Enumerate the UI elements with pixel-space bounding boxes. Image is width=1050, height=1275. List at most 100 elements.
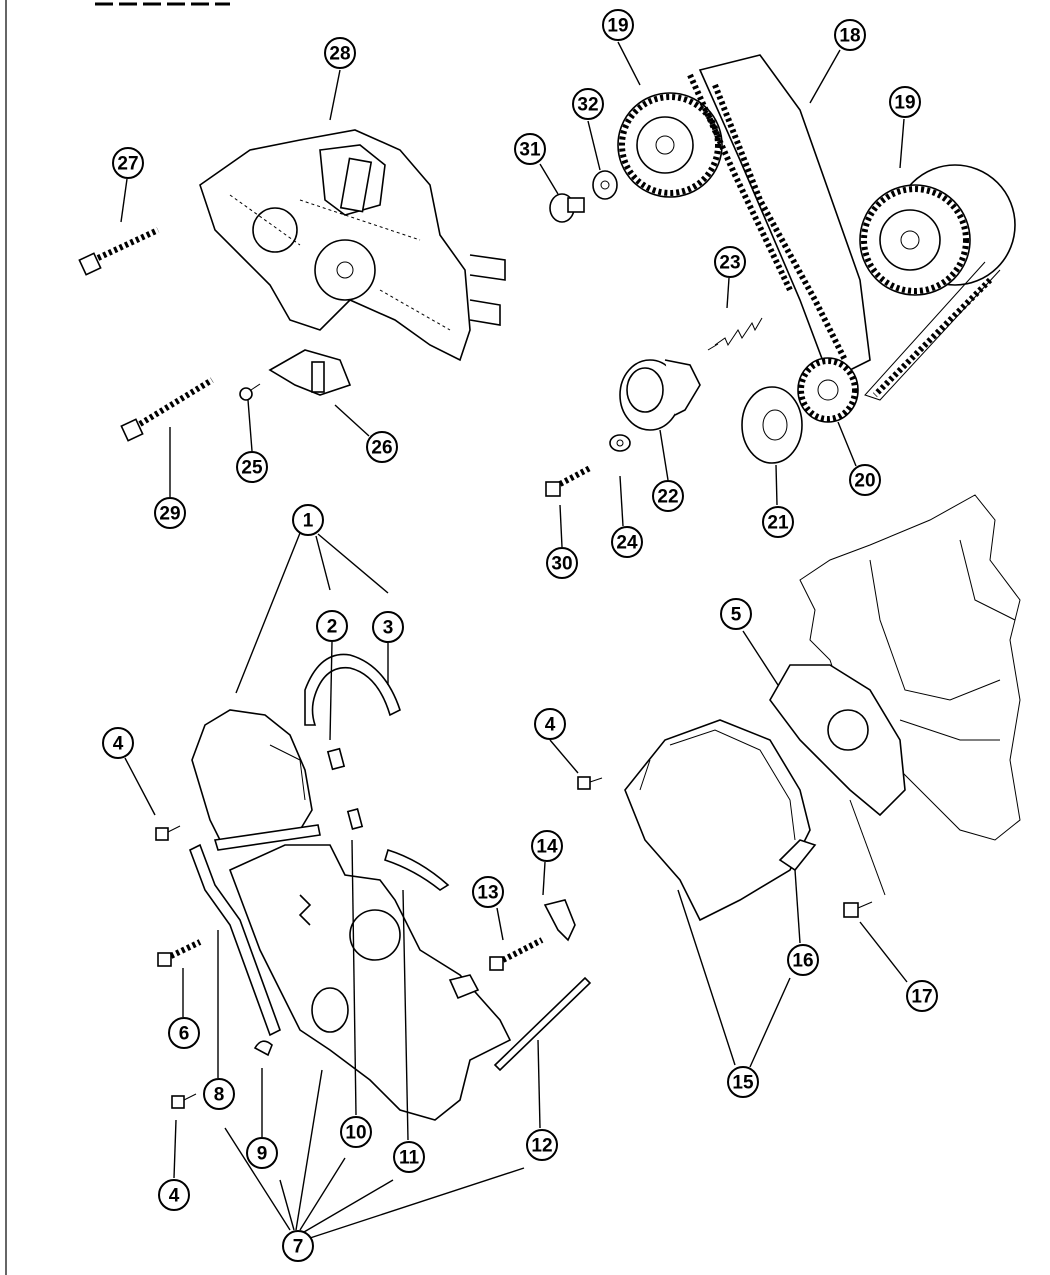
callout-32-label: 32	[577, 95, 598, 116]
part-15-front-cover	[624, 719, 811, 922]
callout-13: 13	[472, 876, 504, 908]
part-29-bolt	[120, 377, 214, 442]
part-4-bolt-left-upper	[155, 825, 181, 841]
callout-6: 6	[168, 1017, 200, 1049]
part-10-seal	[346, 808, 364, 830]
callout-3: 3	[372, 611, 404, 643]
callout-4-left-upper: 4	[102, 727, 134, 759]
callout-27: 27	[112, 147, 144, 179]
callout-31: 31	[514, 133, 546, 165]
callout-3-label: 3	[383, 618, 394, 639]
callout-21-label: 21	[767, 513, 789, 534]
callout-20: 20	[849, 464, 881, 496]
part-14-clip	[543, 899, 576, 942]
callout-4-left-upper-label: 4	[113, 734, 124, 755]
callout-13-label: 13	[477, 883, 498, 904]
callout-14: 14	[531, 830, 563, 862]
callout-5: 5	[720, 598, 752, 630]
callout-20-label: 20	[854, 471, 875, 492]
callout-23: 23	[714, 246, 746, 278]
part-30-bolt	[545, 465, 592, 497]
callout-19-left-label: 19	[607, 16, 628, 37]
callout-11-label: 11	[399, 1148, 420, 1169]
callout-2-label: 2	[327, 617, 338, 638]
part-9-clip	[253, 1040, 273, 1057]
part-19-cam-sprocket-right	[859, 164, 1016, 296]
callout-21: 21	[762, 506, 794, 538]
callout-30-label: 30	[551, 554, 572, 575]
part-27-bolt	[78, 227, 160, 276]
callout-31-label: 31	[519, 140, 541, 161]
callout-9: 9	[246, 1137, 278, 1169]
part-12-seal	[493, 976, 592, 1072]
callout-17: 17	[906, 980, 938, 1012]
callout-26: 26	[366, 431, 398, 463]
callout-7: 7	[282, 1230, 314, 1262]
callout-26-label: 26	[371, 438, 392, 459]
callout-11: 11	[393, 1141, 425, 1173]
callout-17-label: 17	[911, 987, 932, 1008]
callout-28-label: 28	[329, 44, 350, 65]
part-8-seal-strip	[188, 843, 281, 1037]
part-25-bolt	[239, 383, 261, 401]
part-1-upper-cover	[191, 709, 321, 851]
part-11-seal	[384, 848, 450, 891]
part-26-bracket	[268, 349, 352, 396]
callout-1-label: 1	[303, 511, 314, 532]
callout-24: 24	[611, 526, 643, 558]
callout-32: 32	[572, 88, 604, 120]
part-7-lower-cover	[228, 844, 512, 1121]
part-5-rear-cover	[769, 664, 906, 896]
part-4-bolt-left-lower	[171, 1093, 197, 1109]
callout-4-right: 4	[534, 708, 566, 740]
callout-15: 15	[727, 1066, 759, 1098]
part-22-tensioner	[619, 359, 701, 431]
callout-22-label: 22	[657, 487, 678, 508]
callout-12: 12	[526, 1129, 558, 1161]
callout-4-right-label: 4	[545, 715, 556, 736]
callout-22: 22	[652, 480, 684, 512]
leader-lines	[120, 41, 908, 1239]
callout-18: 18	[834, 19, 866, 51]
callout-15-label: 15	[732, 1073, 754, 1094]
callout-25-label: 25	[241, 458, 263, 479]
callout-24-label: 24	[616, 533, 638, 554]
part-31-bolt	[549, 193, 585, 223]
part-19-cam-sprocket-left	[617, 92, 723, 198]
callout-6-label: 6	[179, 1024, 190, 1045]
callout-18-label: 18	[839, 26, 860, 47]
part-18-timing-belt	[687, 54, 1001, 401]
part-4-bolt-right	[577, 776, 603, 790]
callout-28: 28	[324, 37, 356, 69]
callout-19-right-label: 19	[894, 93, 915, 114]
part-13-bolt	[489, 937, 544, 971]
callout-8-label: 8	[214, 1085, 225, 1106]
callout-10: 10	[340, 1116, 372, 1148]
callout-9-label: 9	[257, 1144, 268, 1165]
part-24-washer	[609, 434, 631, 452]
part-2-seal	[326, 747, 346, 771]
callout-16-label: 16	[792, 951, 813, 972]
callout-5-label: 5	[731, 605, 742, 626]
callout-12-label: 12	[531, 1136, 552, 1157]
callout-27-label: 27	[117, 154, 138, 175]
part-28-bracket	[199, 129, 506, 362]
part-17-bolt	[843, 901, 873, 918]
callout-4-left-lower: 4	[158, 1179, 190, 1211]
callout-29: 29	[154, 497, 186, 529]
part-16-seal	[778, 839, 817, 872]
callout-19-left: 19	[602, 9, 634, 41]
callout-23-label: 23	[719, 253, 740, 274]
part-23-spring	[707, 317, 763, 351]
callout-19-right: 19	[889, 86, 921, 118]
callout-25: 25	[236, 451, 268, 483]
part-6-bolt	[157, 939, 202, 967]
callout-30: 30	[546, 547, 578, 579]
part-20-crank-sprocket	[797, 357, 859, 423]
part-21-flange	[741, 386, 803, 464]
part-3-seal	[304, 653, 401, 726]
part-32-washer	[592, 170, 618, 200]
callout-29-label: 29	[159, 504, 180, 525]
callout-7-label: 7	[293, 1237, 304, 1258]
